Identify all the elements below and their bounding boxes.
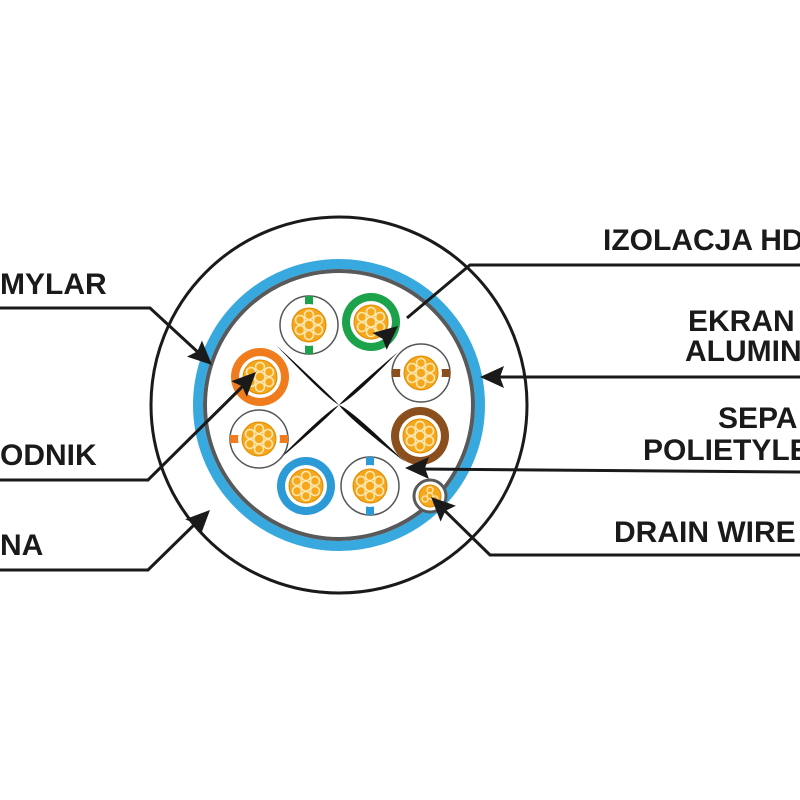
leader-line-separator [417,467,800,474]
label-powloka: NA [0,529,43,562]
leader-line-przewodnik [0,382,247,482]
wire-orange [231,348,289,406]
label-separator-line2: POLIETYLE [643,434,800,467]
label-drain-wire: DRAIN WIRE [614,516,796,549]
label-ekran-line1: EKRAN [688,305,795,338]
wire-white-brown [391,343,451,403]
wire-white-green [279,295,339,355]
cross-separator-icon [276,345,405,462]
arrowhead-icon [480,366,504,388]
label-ekran-line2: ALUMIN [685,335,800,368]
arrowhead-icon [185,510,210,535]
label-izolacja: IZOLACJA HD [603,224,800,257]
label-mylar: MYLAR [0,268,107,301]
leader-line-izolacja [406,263,800,320]
wire-green [342,293,400,351]
wire-white-blue [340,456,400,516]
arrowhead-icon [186,340,212,365]
leader-line-mylar [0,306,203,357]
label-przewodnik: ODNIK [0,439,97,472]
arrowheads [185,326,504,535]
wire-blue [277,457,335,515]
arrowhead-icon [372,326,398,350]
leader-line-powloka [0,520,199,572]
leader-lines [0,263,800,572]
foil-shield [203,269,475,541]
leader-line-drain [439,505,800,557]
arrowhead-icon [431,497,456,522]
arrowhead-icon [405,457,429,479]
wire-brown [391,407,449,465]
label-separator-line1: SEPA [718,402,797,435]
wire-white-orange [229,409,289,469]
arrowhead-icon [231,372,256,397]
